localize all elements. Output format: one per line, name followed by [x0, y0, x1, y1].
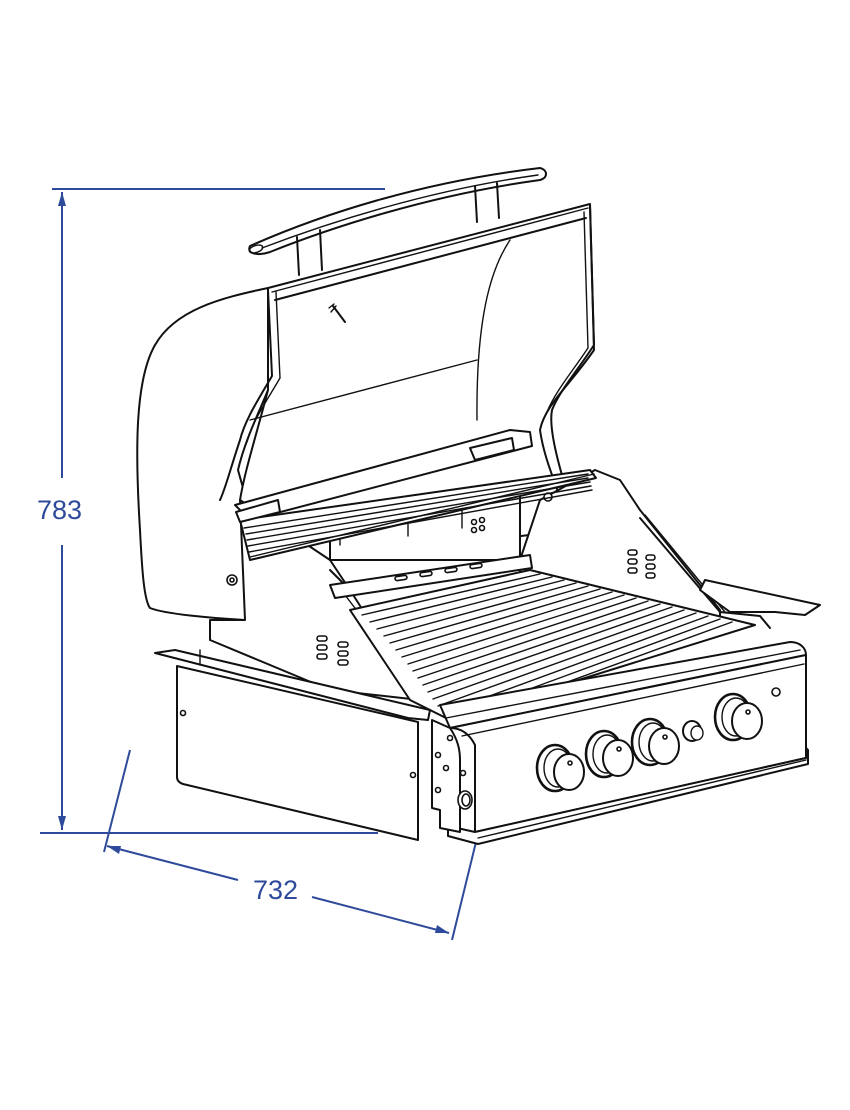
control-knob-3[interactable] — [630, 717, 680, 767]
control-panel — [431, 641, 809, 845]
left-side-panel — [154, 649, 431, 841]
control-knob-4[interactable] — [713, 692, 763, 742]
indicator-hole — [771, 687, 781, 697]
right-side-rail — [699, 579, 821, 629]
lid-handle[interactable] — [248, 167, 547, 276]
control-knob-1[interactable] — [535, 743, 585, 793]
thermometer-icon — [328, 303, 346, 323]
side-port — [457, 790, 473, 810]
cooking-grate — [349, 569, 756, 725]
left-vent-slots — [316, 635, 349, 666]
height-dimension-label: 783 — [37, 495, 83, 525]
dimension-lines — [40, 188, 477, 941]
right-vent-slots — [627, 549, 656, 579]
warming-rack — [234, 429, 597, 561]
lid — [136, 203, 595, 621]
depth-dimension-label: 732 — [253, 875, 299, 905]
ignition-button[interactable] — [682, 720, 704, 742]
control-knob-2[interactable] — [584, 729, 634, 779]
vent-holes — [470, 516, 486, 534]
